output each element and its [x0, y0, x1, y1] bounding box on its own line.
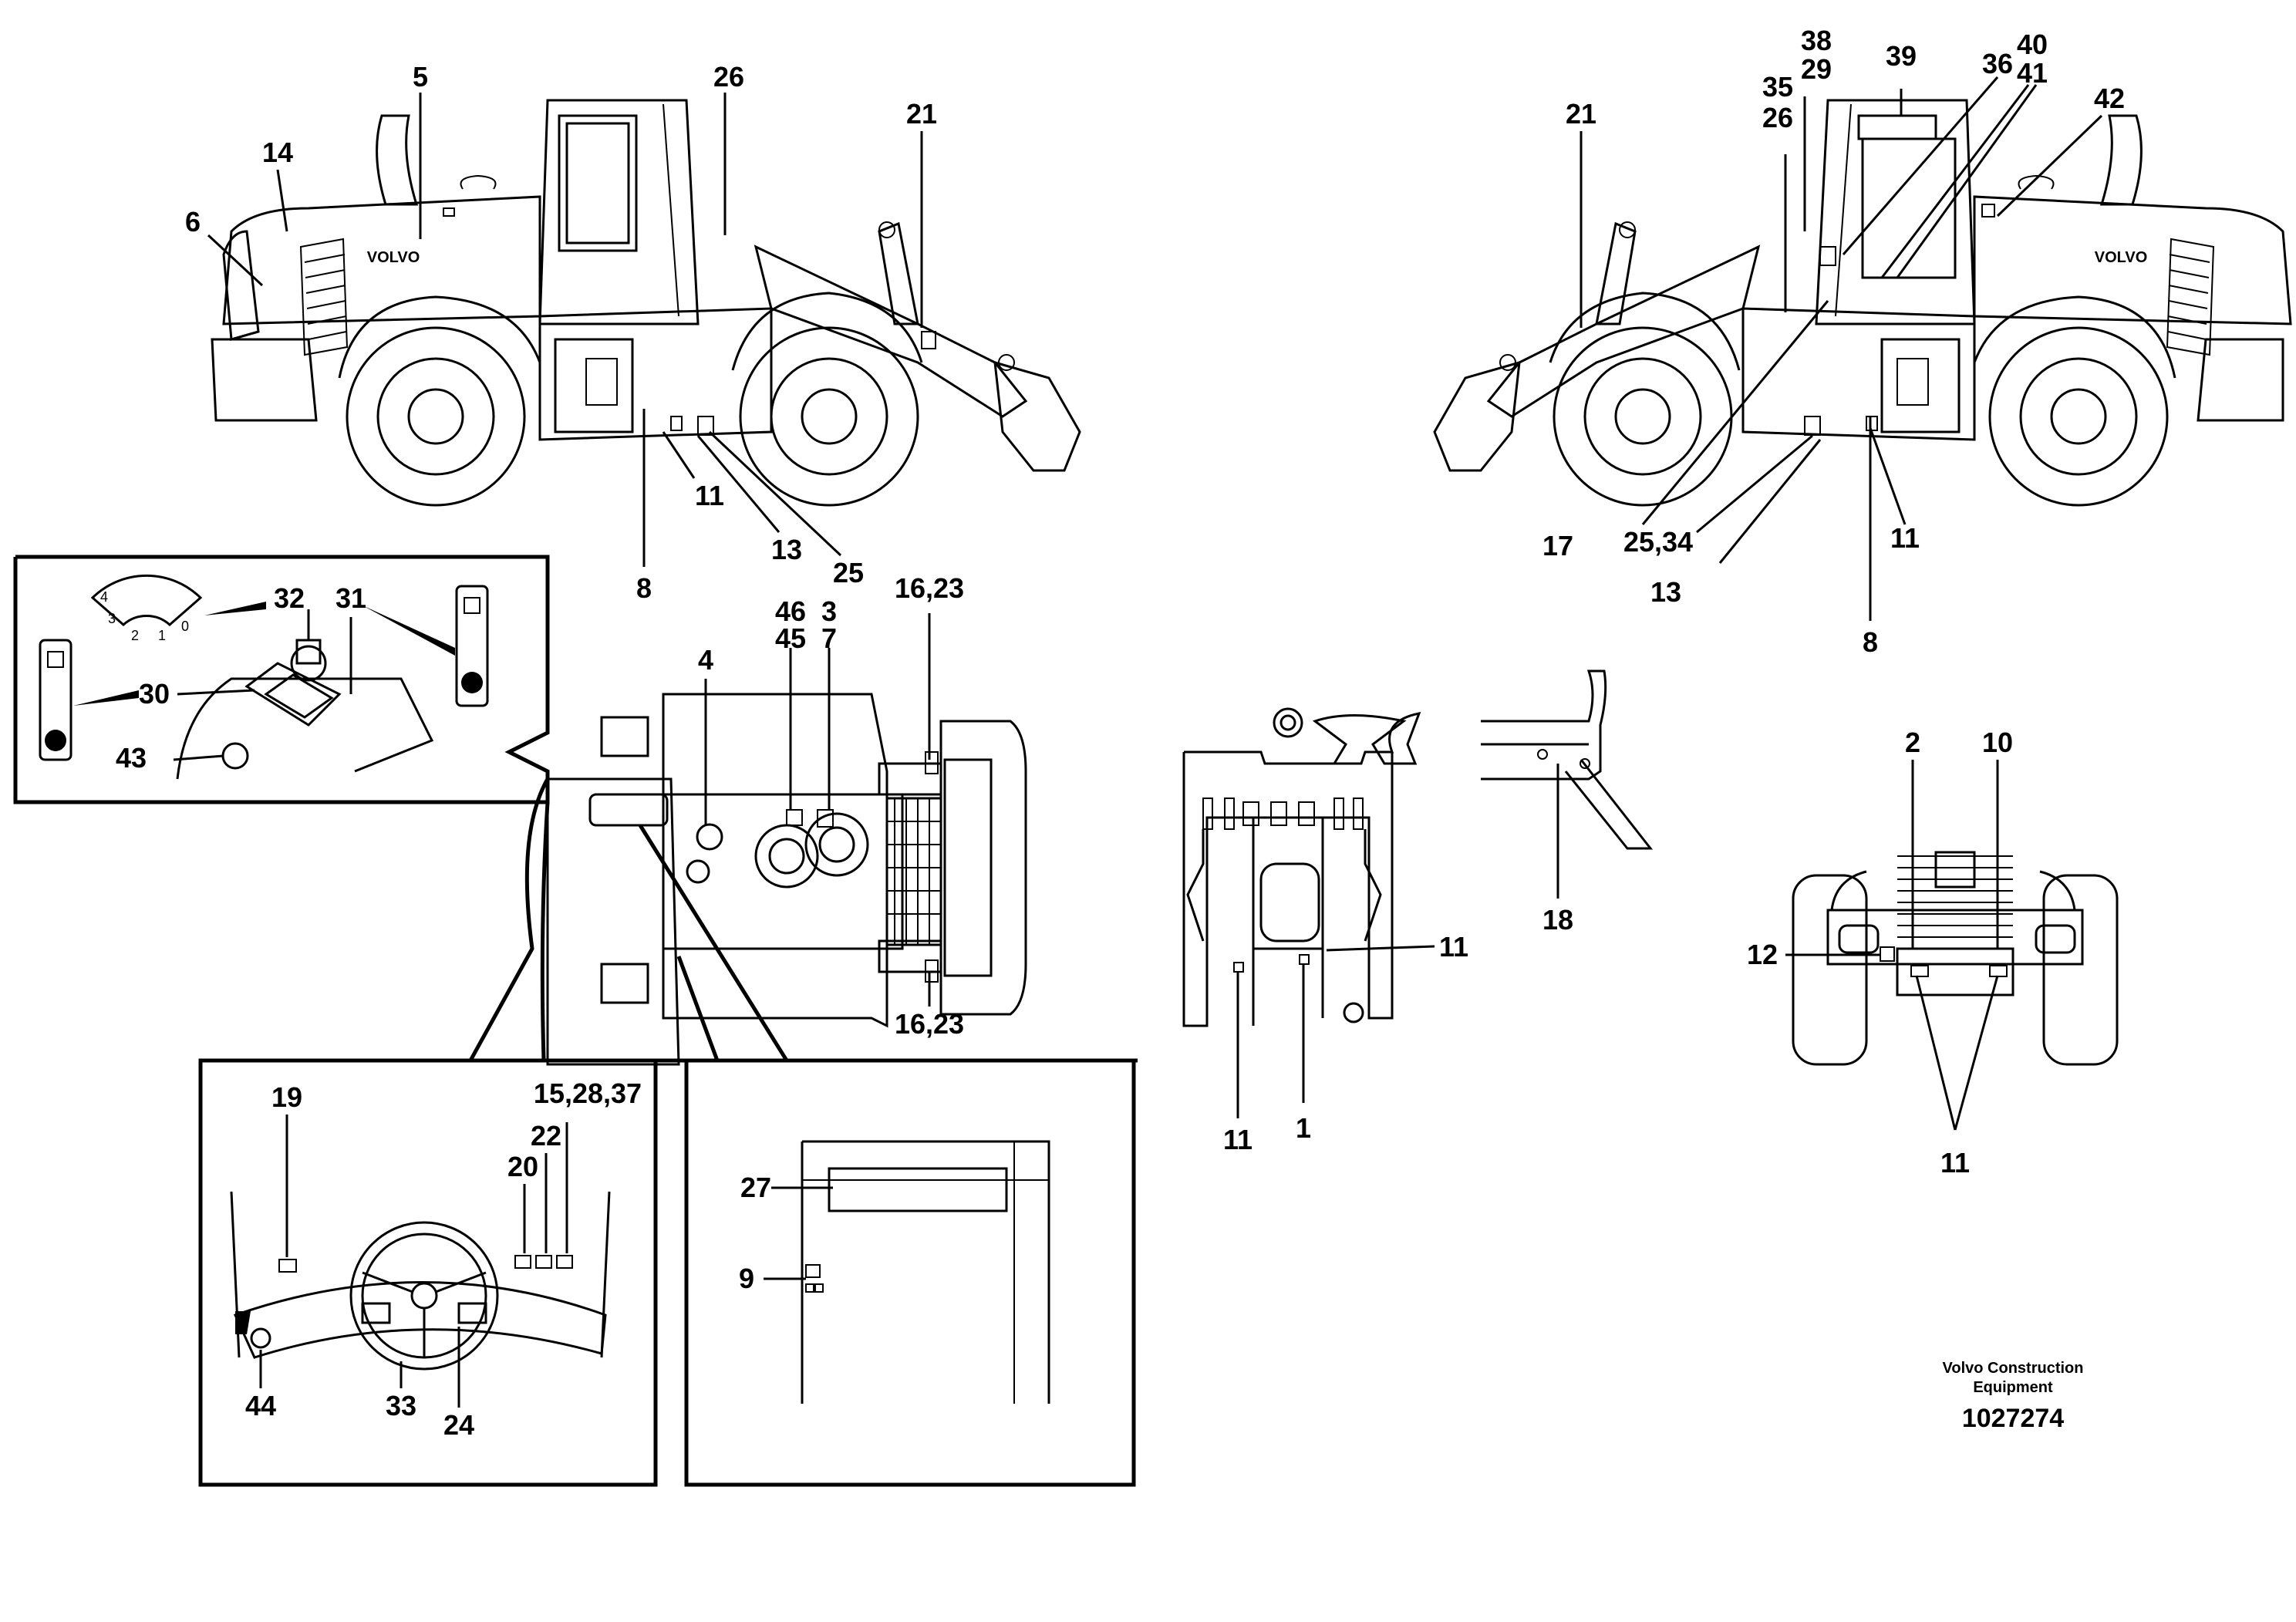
callout-6: 6 [185, 206, 201, 238]
door-inset [684, 1058, 1136, 1487]
leaders-top-view [704, 613, 931, 1007]
callout-41: 41 [2017, 57, 2048, 89]
loader-rear-view [1785, 760, 2119, 1131]
loader-top-view [546, 693, 1027, 1066]
callout-16-23-top: 16,23 [895, 572, 964, 604]
part-number: 1027274 [1962, 1404, 2064, 1433]
company-name-line2: Equipment [1973, 1379, 2053, 1396]
callout-13-right: 13 [1650, 576, 1681, 608]
callout-1: 1 [1296, 1112, 1311, 1144]
gauge-label-4: 4 [100, 589, 108, 605]
callout-33: 33 [386, 1390, 416, 1421]
gauge-label-1: 1 [158, 628, 166, 643]
callout-10: 10 [1982, 727, 2013, 758]
gauge-label-3: 3 [108, 611, 116, 626]
callout-8-left: 8 [636, 572, 652, 604]
callout-11-rear: 11 [1940, 1147, 1970, 1179]
callout-9: 9 [739, 1263, 754, 1294]
callout-43: 43 [116, 742, 147, 774]
callout-26-left: 26 [713, 61, 744, 93]
toggle-switch-icon [39, 639, 72, 761]
callout-25-34: 25,34 [1623, 526, 1693, 558]
callout-26-right: 26 [1762, 102, 1793, 133]
steering-wheel-icon [349, 1221, 499, 1371]
callout-36: 36 [1982, 48, 2013, 79]
callout-44: 44 [245, 1390, 276, 1421]
loader-left-side-view: VOLVO [211, 99, 1081, 507]
dashboard-inset [198, 1058, 658, 1487]
rear-grille-right [2166, 238, 2215, 356]
callout-11-right: 11 [1890, 522, 1920, 554]
cab-right [1815, 99, 1976, 325]
callout-35: 35 [1762, 71, 1793, 103]
callout-30: 30 [139, 678, 170, 710]
engine-hood-grid [885, 797, 942, 946]
brand-label-right: VOLVO [2095, 249, 2148, 266]
step-detail [1481, 669, 1654, 899]
frame-top-view [1182, 707, 1435, 1118]
callout-38: 38 [1801, 25, 1832, 56]
callout-3: 3 [821, 595, 837, 627]
gauge-dial-icon: 4 3 2 1 0 [90, 574, 203, 643]
control-panel-inset: 4 3 2 1 0 [13, 555, 550, 804]
loader-right-side-view: VOLVO [1433, 99, 2292, 507]
callout-22: 22 [531, 1120, 561, 1152]
leaders-left-view [207, 93, 923, 567]
toggle-switch-icon-right [455, 585, 489, 707]
callout-8-right: 8 [1863, 626, 1878, 658]
callout-11-left: 11 [695, 480, 724, 511]
callout-17: 17 [1542, 530, 1573, 561]
callout-13-left: 13 [771, 534, 802, 565]
callout-42: 42 [2094, 83, 2125, 114]
callout-15-28-37: 15,28,37 [534, 1077, 642, 1109]
callout-14: 14 [262, 137, 293, 168]
front-wheel-left-view [739, 326, 919, 507]
rear-wheel-left-view [346, 326, 526, 507]
callout-31: 31 [335, 582, 366, 614]
callout-11-frame-left: 11 [1223, 1124, 1253, 1155]
callout-21-left: 21 [906, 98, 937, 130]
callout-12: 12 [1747, 939, 1778, 970]
leaders-right-view [1580, 76, 2103, 621]
callout-19: 19 [271, 1081, 302, 1113]
callout-29: 29 [1801, 53, 1832, 85]
callout-4: 4 [698, 644, 713, 676]
callout-2: 2 [1905, 727, 1920, 758]
callout-20: 20 [507, 1151, 538, 1182]
brand-label-left: VOLVO [367, 249, 420, 266]
cab-left [538, 99, 700, 325]
callout-11-frame-right: 11 [1439, 931, 1468, 963]
gauge-label-2: 2 [131, 628, 139, 643]
company-name-line1: Volvo Construction [1943, 1360, 2084, 1377]
callout-32: 32 [274, 582, 305, 614]
gauge-label-0: 0 [181, 619, 189, 634]
callout-21-right: 21 [1566, 98, 1596, 130]
rear-grille [299, 238, 349, 356]
callout-39: 39 [1886, 40, 1917, 72]
callout-45: 45 [775, 622, 806, 654]
callout-46: 46 [775, 595, 806, 627]
callout-27: 27 [740, 1172, 771, 1203]
callout-40: 40 [2017, 29, 2048, 60]
loader-arm-left-view [754, 221, 1081, 472]
callout-25: 25 [833, 557, 864, 588]
callout-5: 5 [413, 61, 428, 93]
rear-wheel-right-view [1988, 326, 2169, 507]
front-wheel-right-view [1553, 326, 1733, 507]
callout-7: 7 [821, 622, 837, 654]
callout-18: 18 [1542, 904, 1573, 936]
loader-arm-right-view [1433, 221, 1761, 472]
callout-16-23-bottom: 16,23 [895, 1008, 964, 1040]
callout-24: 24 [443, 1409, 474, 1441]
